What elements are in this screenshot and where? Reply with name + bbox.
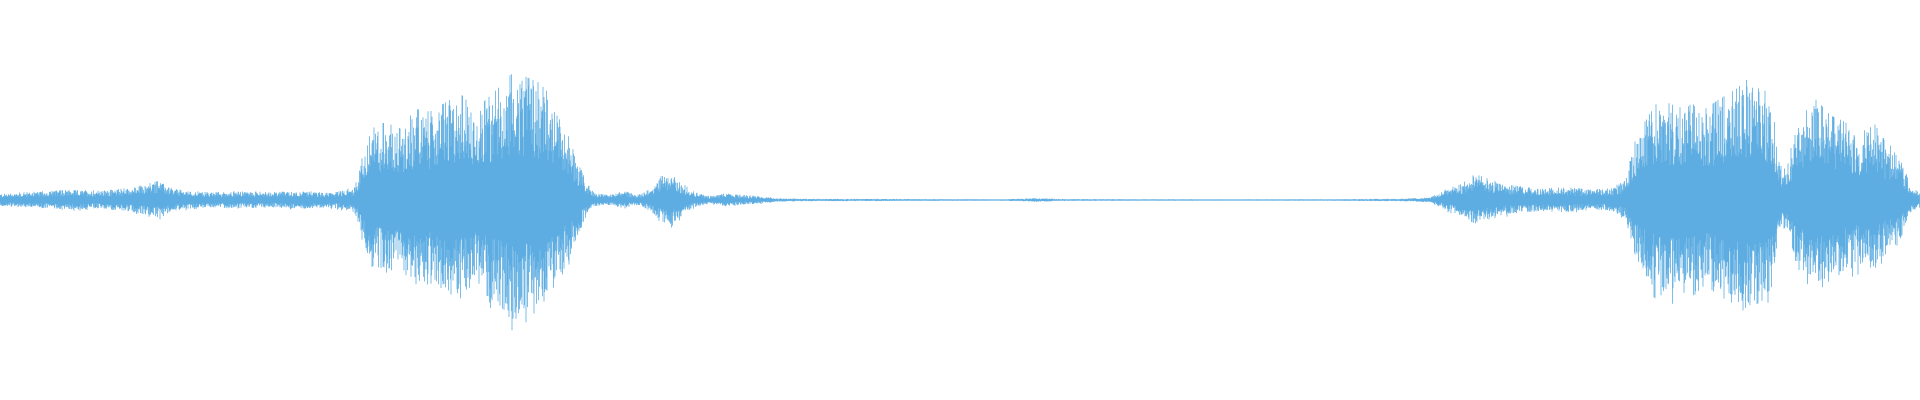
waveform-trace: [0, 74, 1920, 331]
waveform-lines: [0, 74, 1920, 331]
